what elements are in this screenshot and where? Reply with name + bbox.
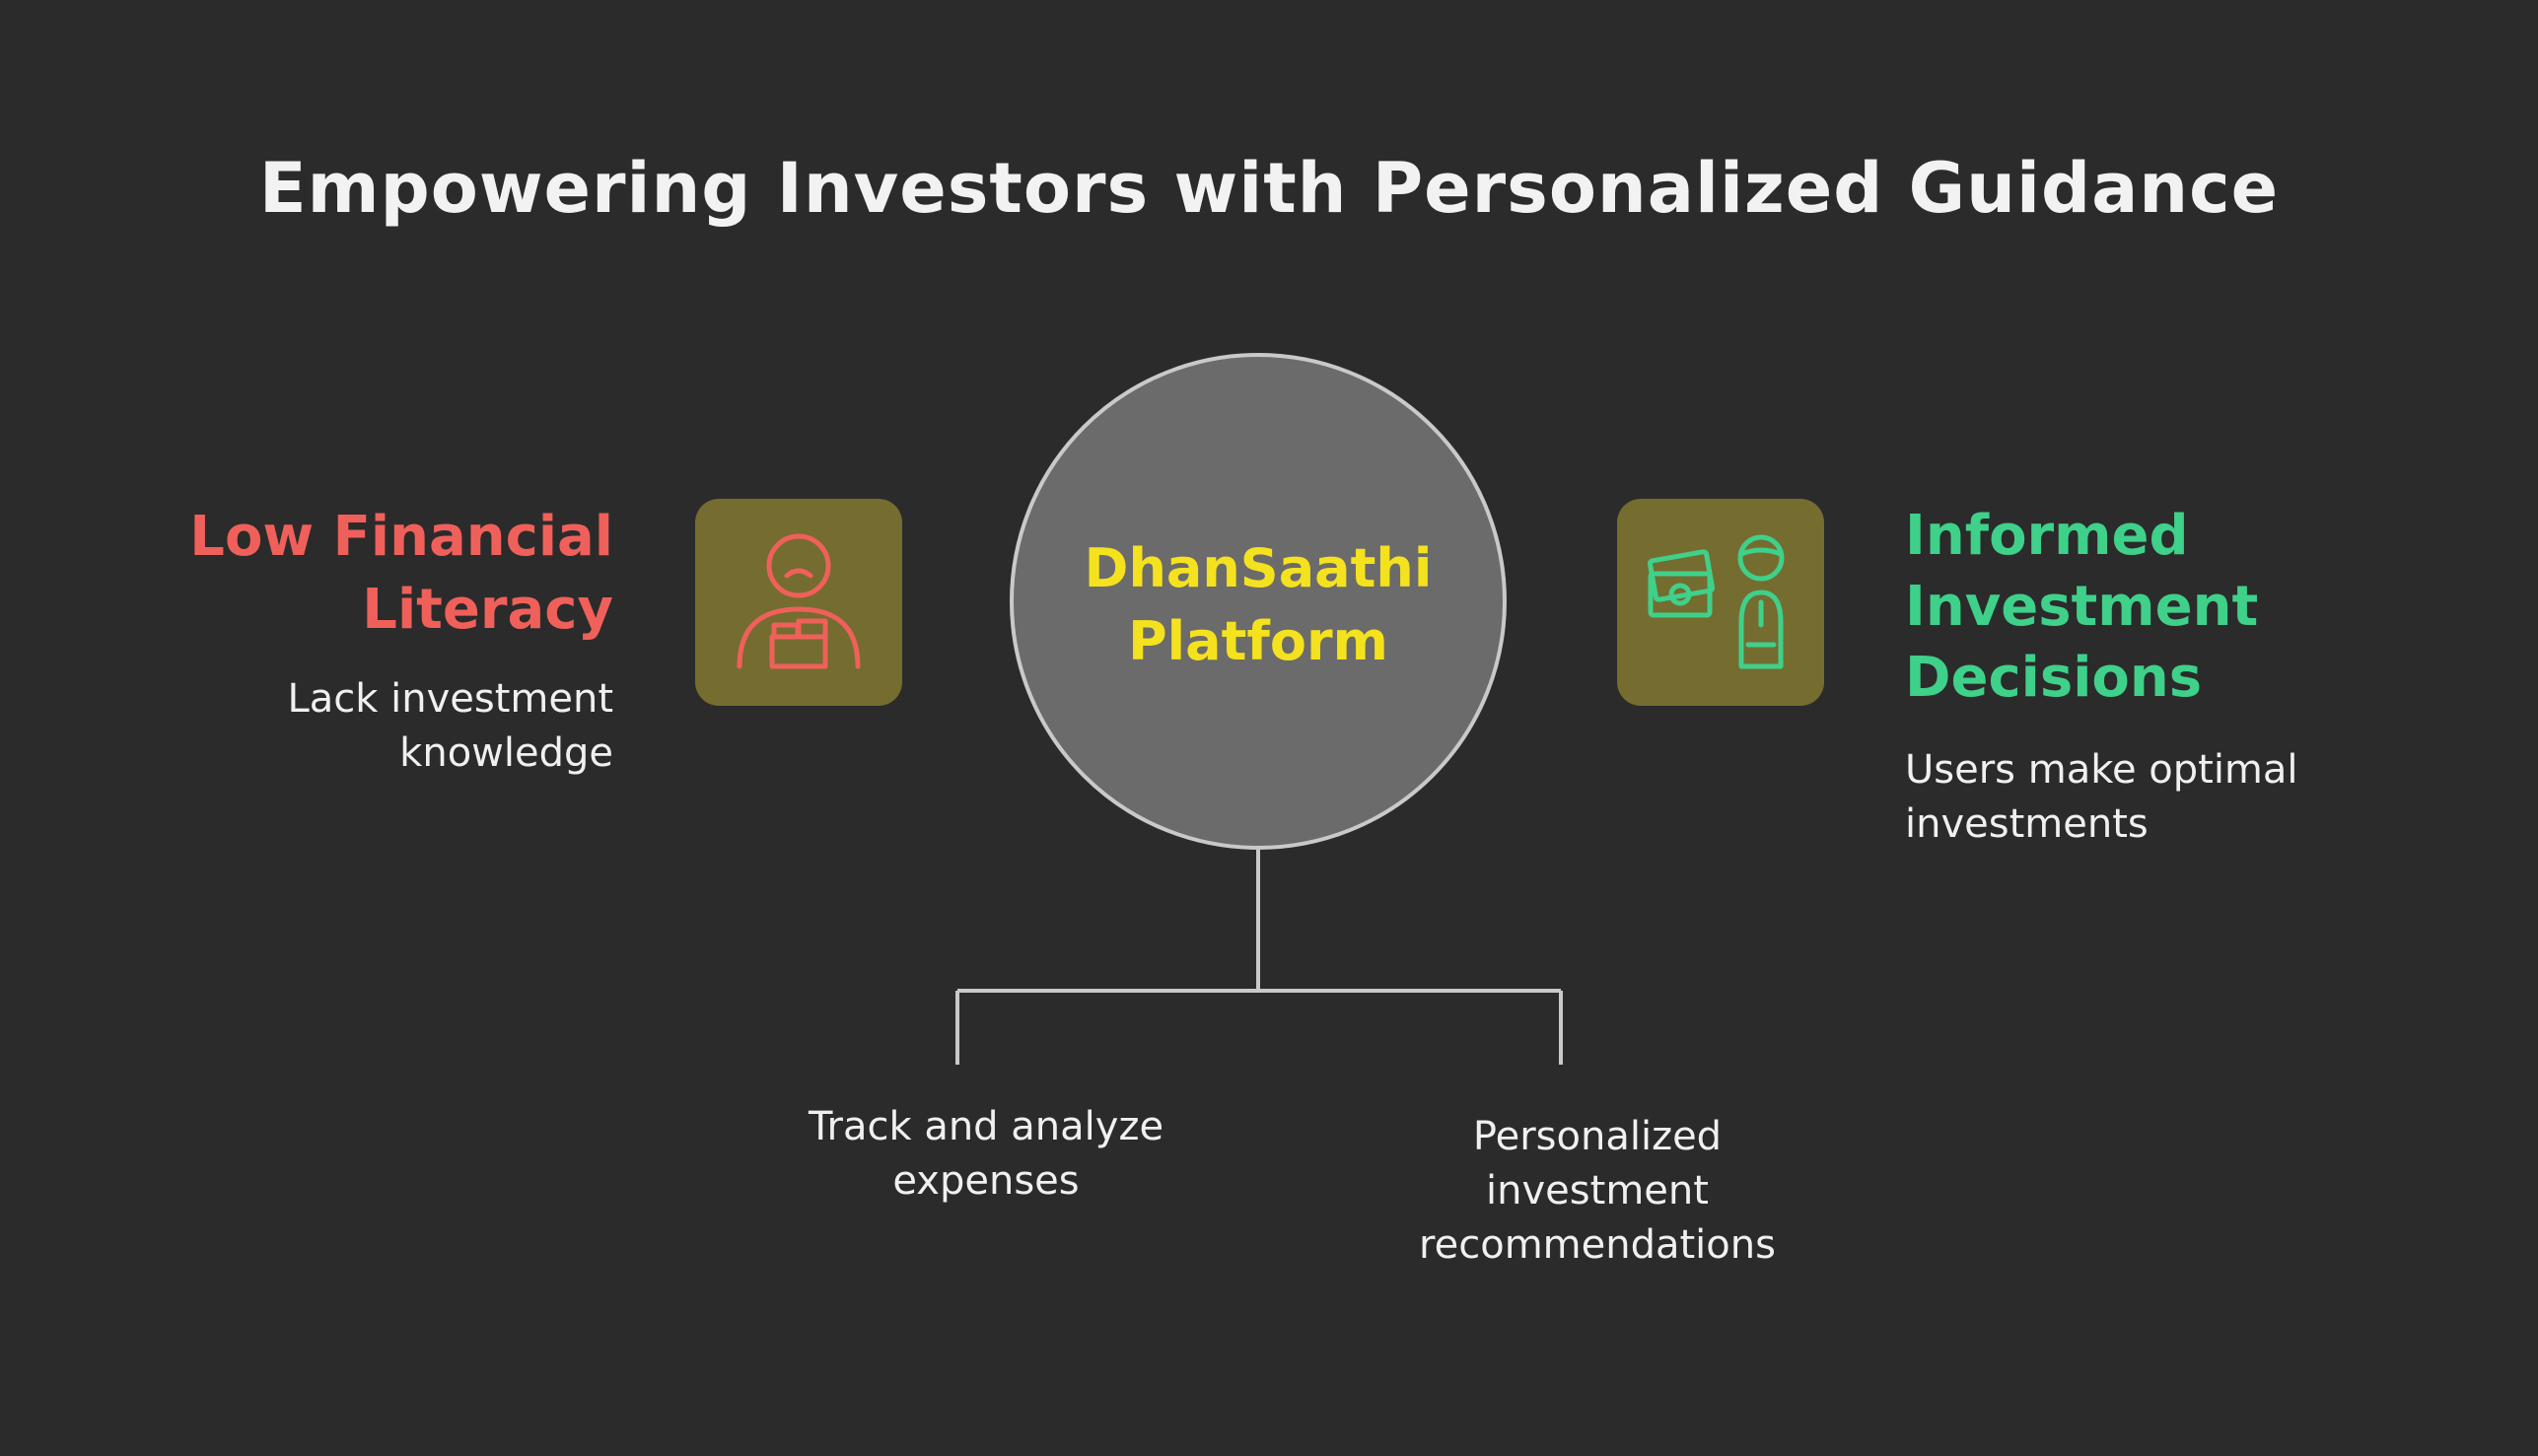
branch-track-expenses-line-1: Track and analyze — [808, 1104, 1164, 1149]
platform-label-line-1: DhanSaathi — [1084, 537, 1433, 599]
outcome-icon-box — [1617, 499, 1824, 706]
problem-title: Low Financial Literacy — [99, 501, 613, 647]
problem-description-line-1: Lack investment — [287, 676, 613, 722]
branch-track-expenses: Track and analyze expenses — [740, 1100, 1233, 1209]
sad-person-icon — [737, 533, 861, 669]
problem-title-line-2: Literacy — [362, 578, 613, 642]
outcome-title-line-2: Investment — [1905, 575, 2259, 639]
platform-label: DhanSaathi Platform — [1010, 532, 1507, 678]
outcome-description-line-1: Users make optimal — [1905, 747, 2298, 793]
investor-money-icon — [1647, 534, 1785, 669]
diagram-title: Empowering Investors with Personalized G… — [258, 148, 2280, 229]
outcome-title-line-3: Decisions — [1905, 646, 2203, 710]
outcome-title-line-1: Informed — [1905, 504, 2189, 568]
outcome-description-line-2: investments — [1905, 801, 2149, 847]
platform-circle — [1010, 353, 1507, 850]
problem-title-line-1: Low Financial — [189, 505, 613, 569]
platform-label-line-2: Platform — [1128, 610, 1388, 672]
branch-recommendations-line-1: Personalized — [1472, 1114, 1723, 1159]
outcome-title: Informed Investment Decisions — [1905, 501, 2497, 714]
problem-icon-box — [695, 499, 902, 706]
branch-recommendations-line-3: recommendations — [1419, 1222, 1776, 1268]
branch-recommendations-line-2: investment — [1486, 1168, 1709, 1213]
problem-description: Lack investment knowledge — [99, 672, 613, 781]
outcome-description: Users make optimal investments — [1905, 743, 2497, 852]
problem-description-line-2: knowledge — [399, 730, 613, 776]
branch-recommendations: Personalized investment recommendations — [1351, 1110, 1844, 1273]
branch-track-expenses-line-2: expenses — [892, 1158, 1080, 1204]
